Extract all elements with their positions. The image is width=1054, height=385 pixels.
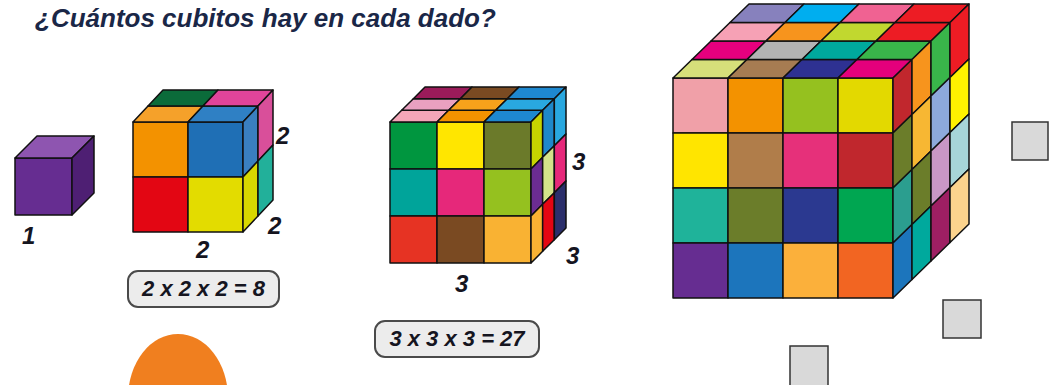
- title: ¿Cuántos cubitos hay en cada dado?: [35, 4, 496, 34]
- formula-text: 2 x 2 x 2 = 8: [141, 276, 266, 301]
- cube-cell: [728, 188, 783, 243]
- cube-cell: [484, 122, 531, 169]
- cube-cell: [673, 78, 728, 133]
- cube-cell: [783, 243, 838, 298]
- character-head: [128, 334, 228, 385]
- cube-cell: [133, 177, 188, 232]
- cube: [390, 87, 566, 263]
- cube-cell: [390, 216, 437, 263]
- cube-cell: [673, 188, 728, 243]
- cube-cell: [437, 216, 484, 263]
- cube-cell: [783, 188, 838, 243]
- cube-cell: [437, 169, 484, 216]
- cube-cell: [437, 122, 484, 169]
- cube-cell: [783, 133, 838, 188]
- dimension-number: 2: [268, 212, 281, 240]
- cube-cell: [258, 145, 273, 216]
- cube-cell: [950, 169, 969, 243]
- cube-cell: [243, 161, 258, 232]
- cube-cell: [484, 216, 531, 263]
- dimension-number: 3: [572, 148, 585, 176]
- cube-cell: [390, 169, 437, 216]
- cube-cell: [893, 225, 912, 299]
- cube: [673, 4, 969, 298]
- formula-box: 3 x 3 x 3 = 27: [374, 320, 540, 358]
- dimension-number: 2: [276, 122, 289, 150]
- cube-cell: [728, 133, 783, 188]
- formula-text: 3 x 3 x 3 = 27: [388, 326, 526, 351]
- formula-box: 2 x 2 x 2 = 8: [127, 270, 280, 308]
- cube-cell: [188, 177, 243, 232]
- cube-cell: [484, 169, 531, 216]
- cube-cell: [531, 204, 543, 263]
- dimension-number: 1: [22, 222, 35, 250]
- cube-cell: [728, 243, 783, 298]
- cube-cell: [783, 78, 838, 133]
- cube: [133, 90, 273, 232]
- cube-cell: [838, 243, 893, 298]
- cube-cell: [673, 133, 728, 188]
- cube-cell: [554, 181, 566, 240]
- cube-cell: [838, 188, 893, 243]
- cube-cell: [188, 122, 243, 177]
- cube-cell: [728, 78, 783, 133]
- cube-cell: [543, 193, 555, 252]
- cube-cell: [390, 122, 437, 169]
- cube-cell: [133, 122, 188, 177]
- cube-cell: [15, 158, 72, 215]
- cube-cell: [673, 243, 728, 298]
- cube-cell: [72, 136, 94, 215]
- answer-box: [1012, 122, 1048, 160]
- cube-cell: [931, 188, 950, 262]
- cube-cell: [838, 78, 893, 133]
- dimension-number: 2: [196, 236, 209, 264]
- cube-cell: [912, 206, 931, 280]
- cube-cell: [838, 133, 893, 188]
- dimension-number: 3: [455, 270, 468, 298]
- answer-box: [943, 300, 981, 338]
- dimension-number: 3: [566, 242, 579, 270]
- answer-box: [790, 346, 828, 385]
- cube: [15, 136, 94, 215]
